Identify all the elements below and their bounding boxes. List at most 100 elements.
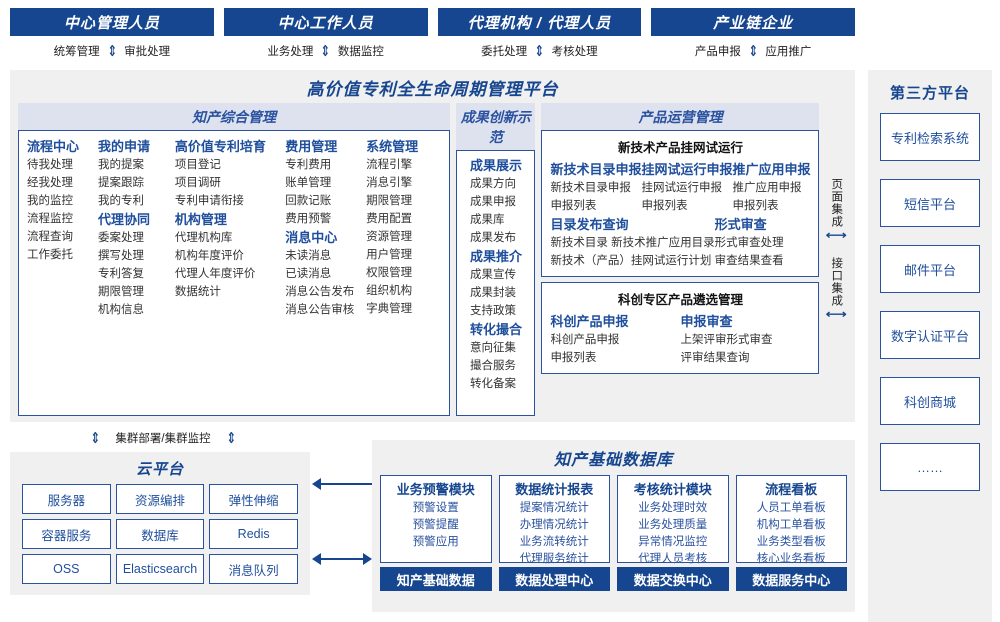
ip-menu-item[interactable]: 权限管理 [366,267,413,279]
database-item[interactable]: 异常情况监控 [638,536,708,548]
product-menu-item[interactable]: 上架评审形式审查 [680,334,773,346]
achievement-menu-item[interactable]: 成果封装 [470,287,516,299]
ip-menu-item[interactable]: 费用预警 [285,213,332,225]
product-menu-item[interactable]: 科创产品申报 [550,334,620,346]
ip-menu-item[interactable]: 我的专利 [97,195,144,207]
ip-menu-item[interactable]: 专利费用 [285,159,332,171]
database-item[interactable]: 提案情况统计 [519,502,589,514]
ip-menu-item[interactable]: 回款记账 [285,195,332,207]
ip-menu-item[interactable]: 我的提案 [97,159,144,171]
ip-menu-item[interactable]: 期限管理 [366,195,413,207]
ip-menu-item[interactable]: 流程查询 [27,231,73,243]
database-item[interactable]: 业务流转统计 [519,536,589,548]
product-menu-item[interactable]: 推广应用申报 [732,182,802,194]
ip-menu-item[interactable]: 字典管理 [366,303,413,315]
ip-menu-item[interactable]: 我的监控 [27,195,73,207]
ip-menu-item[interactable]: 数据统计 [174,286,221,298]
ip-menu-item[interactable]: 消息公告发布 [285,286,355,298]
ip-menu-item[interactable]: 项目登记 [174,159,221,171]
ip-menu-item[interactable]: 代理机构库 [174,232,233,244]
cloud-service-cell[interactable]: 服务器 [22,484,111,514]
ip-menu-item[interactable]: 资源管理 [366,231,413,243]
product-menu-item[interactable]: 新技术（产品）挂网试运行计划 [550,255,712,267]
database-item[interactable]: 办理情况统计 [519,519,589,531]
cloud-service-cell[interactable]: Redis [209,519,298,549]
cloud-service-cell[interactable]: 容器服务 [22,519,111,549]
achievement-menu-item[interactable]: 成果申报 [470,196,516,208]
ip-menu-item[interactable]: 经我处理 [27,177,73,189]
ip-menu-item[interactable]: 消息引擎 [366,177,413,189]
achievement-menu-item[interactable]: 成果发布 [470,232,516,244]
product-menu-item[interactable]: 申报列表 [641,200,688,212]
ip-menu-item[interactable]: 工作委托 [27,249,73,261]
third-party-item[interactable]: 邮件平台 [880,245,980,293]
third-party-item[interactable]: 科创商城 [880,377,980,425]
ip-menu-item[interactable]: 期限管理 [97,286,144,298]
ip-menu-item[interactable]: 待我处理 [27,159,73,171]
database-item[interactable]: 预警设置 [412,502,459,514]
achievement-menu-item[interactable]: 意向征集 [470,342,516,354]
database-item[interactable]: 预警应用 [412,536,459,548]
ip-menu-item[interactable]: 组织机构 [366,285,413,297]
ip-menu-item[interactable]: 未读消息 [285,250,332,262]
ip-menu-item[interactable]: 流程引擎 [366,159,413,171]
database-item[interactable]: 业务处理质量 [638,519,708,531]
third-party-item[interactable]: 专利检索系统 [880,113,980,161]
database-item[interactable]: 预警提醒 [412,519,459,531]
cloud-service-cell[interactable]: 数据库 [115,519,205,549]
database-footer[interactable]: 数据服务中心 [735,567,847,591]
ip-menu-item[interactable]: 消息公告审核 [285,304,355,316]
ip-menu-item[interactable]: 流程监控 [27,213,73,225]
cloud-service-cell[interactable]: 资源编排 [115,484,205,514]
product-menu-item[interactable]: 评审结果查询 [680,352,750,364]
ip-menu-item[interactable]: 专利申请衔接 [174,195,244,207]
cloud-service-cell[interactable]: 弹性伸缩 [209,484,298,514]
product-menu-item[interactable]: 挂网试运行申报 [641,182,722,194]
ip-menu-item[interactable]: 提案跟踪 [97,177,144,189]
ip-group-title: 机构管理 [174,212,227,227]
achievement-menu-item[interactable]: 成果宣传 [470,269,516,281]
product-menu-item[interactable]: 审查结果查看 [714,255,784,267]
ip-menu-item[interactable]: 机构信息 [97,304,144,316]
product-menu-item[interactable]: 新技术目录申报 [550,182,631,194]
ip-menu-item[interactable]: 费用配置 [366,213,413,225]
database-item[interactable]: 核心业务看板 [756,553,826,565]
cloud-service-cell[interactable]: OSS [22,554,111,584]
ip-menu-item[interactable]: 账单管理 [285,177,332,189]
database-footer[interactable]: 数据交换中心 [617,567,729,591]
database-item[interactable]: 机构工单看板 [756,519,826,531]
cloud-service-cell[interactable]: 消息队列 [209,554,298,584]
cloud-service-cell[interactable]: Elasticsearch [115,554,205,584]
ip-menu-item[interactable]: 已读消息 [285,268,332,280]
product-menu-item[interactable]: 形式审查处理 [714,237,784,249]
third-party-item[interactable]: 数字认证平台 [880,311,980,359]
ip-menu-item[interactable]: 专利答复 [97,268,144,280]
achievement-menu-item[interactable]: 撮合服务 [470,360,516,372]
ip-group-title: 系统管理 [366,139,419,154]
achievement-menu-item[interactable]: 转化备案 [470,378,516,390]
ip-menu-item[interactable]: 机构年度评价 [174,250,244,262]
product-menu-item[interactable]: 申报列表 [550,352,597,364]
database-item[interactable]: 代理人员考核 [638,553,708,565]
product-menu-item[interactable]: 新技术目录 新技术推广应用目录 [550,237,715,249]
ip-menu-item[interactable]: 委案处理 [97,232,144,244]
database-footer[interactable]: 知产基础数据 [380,567,492,591]
product-menu-item[interactable]: 申报列表 [550,200,597,212]
achievement-menu-item[interactable]: 成果方向 [470,178,516,190]
database-item[interactable]: 人员工单看板 [756,502,826,514]
ip-column: 高价值专利培育项目登记项目调研专利申请衔接机构管理代理机构库机构年度评价代理人年… [175,137,285,409]
ip-menu-item[interactable]: 用户管理 [366,249,413,261]
database-item[interactable]: 代理服务统计 [519,553,589,565]
achievement-menu-item[interactable]: 成果库 [470,214,505,226]
third-party-item[interactable]: 短信平台 [880,179,980,227]
ip-menu-item[interactable]: 撰写处理 [97,250,144,262]
third-party-item[interactable]: …… [880,443,980,491]
cloud-db-connectors [312,452,372,595]
database-item[interactable]: 业务处理时效 [638,502,708,514]
product-menu-item[interactable]: 申报列表 [732,200,779,212]
ip-menu-item[interactable]: 代理人年度评价 [174,268,256,280]
database-footer[interactable]: 数据处理中心 [498,567,610,591]
achievement-menu-item[interactable]: 支持政策 [470,305,516,317]
ip-menu-item[interactable]: 项目调研 [174,177,221,189]
database-item[interactable]: 业务类型看板 [756,536,826,548]
